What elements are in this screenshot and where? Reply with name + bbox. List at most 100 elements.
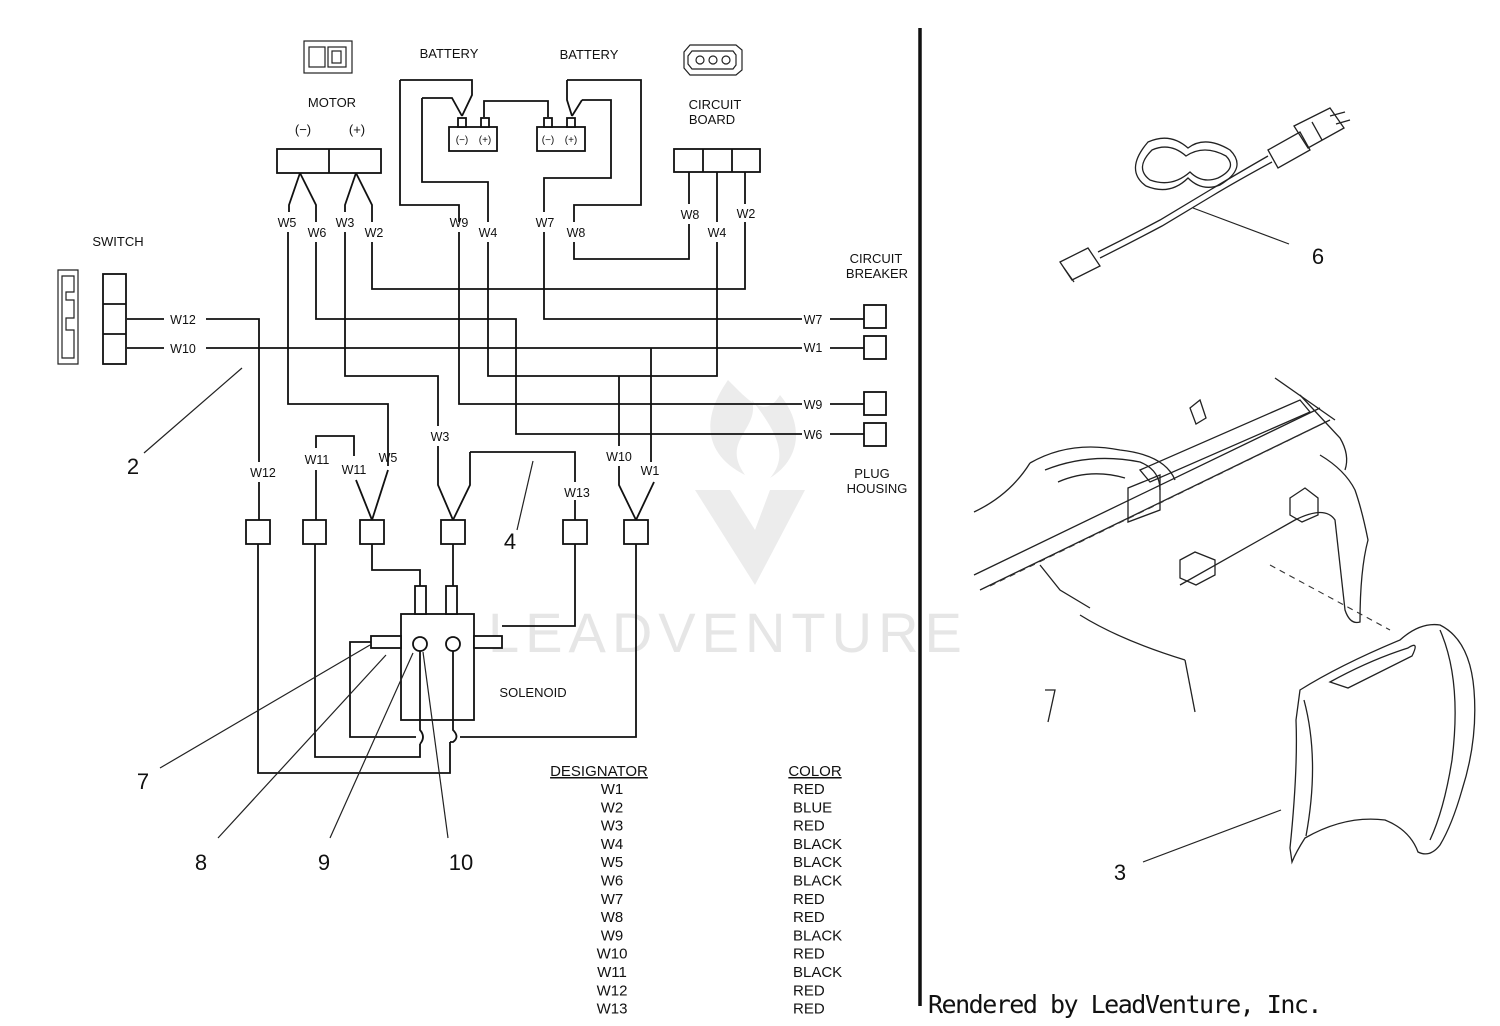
- wire-label-w8-top: W8: [567, 226, 586, 240]
- motor-positive-label: (+): [349, 122, 365, 137]
- wire-label-w9-plug: W9: [804, 398, 823, 412]
- wire-label-w5-lower: W5: [379, 451, 398, 465]
- wire-label-w5-top: W5: [278, 216, 297, 230]
- battery-left-pos: (+): [479, 135, 492, 146]
- render-credit: Rendered by LeadVenture, Inc.: [928, 990, 1323, 1019]
- circuit-breaker-label-line2: BREAKER: [846, 266, 908, 281]
- motor-connector-icon: [303, 40, 353, 74]
- legend-designator-w11: W11: [597, 964, 627, 981]
- wire-label-w11-a: W11: [305, 453, 330, 467]
- legend-designator-w12: W12: [597, 982, 628, 999]
- plug-terminal-w6: [863, 422, 887, 447]
- wire-label-w11-b: W11: [342, 463, 367, 477]
- lower-connectors: [245, 519, 649, 545]
- callout-leaders: [143, 207, 1290, 863]
- mower-housing-illustration: [973, 377, 1476, 865]
- callout-3: 3: [1114, 860, 1126, 885]
- plug-terminal-w9: [863, 391, 887, 416]
- callout-7: 7: [137, 769, 149, 794]
- battery-left-neg: (−): [456, 135, 469, 146]
- legend-designator-w6: W6: [601, 873, 624, 890]
- battery-right: (−) (+): [536, 117, 586, 152]
- legend-color-w13: RED: [793, 1001, 825, 1018]
- wire-label-w1-breaker: W1: [804, 341, 823, 355]
- wire-label-w6-top: W6: [308, 226, 327, 240]
- wire-label-w10-lower: W10: [606, 450, 632, 464]
- battery-right-pos: (+): [565, 135, 578, 146]
- legend-color-w10: RED: [793, 946, 825, 963]
- wire-label-w2-board: W2: [737, 207, 756, 221]
- plug-housing-label-line2: HOUSING: [847, 481, 908, 496]
- solenoid-label: SOLENOID: [499, 685, 566, 700]
- breaker-terminal-w1: [863, 335, 887, 360]
- wire-label-w7-top: W7: [536, 216, 555, 230]
- legend-color-w1: RED: [793, 781, 825, 798]
- breaker-terminal-w7: [863, 304, 887, 329]
- circuit-board-block: [673, 148, 761, 173]
- legend-color-w8: RED: [793, 909, 825, 926]
- legend-color-w3: RED: [793, 818, 825, 835]
- battery-right-label: BATTERY: [560, 47, 619, 62]
- legend-color-w6: BLACK: [793, 873, 842, 890]
- wire-label-w8-board: W8: [681, 208, 700, 222]
- legend-color-w2: BLUE: [793, 799, 832, 816]
- wire-label-w4-board: W4: [708, 226, 727, 240]
- solenoid-wiring: [257, 544, 637, 774]
- legend-color-w5: BLACK: [793, 854, 842, 871]
- legend-color-w11: BLACK: [793, 964, 842, 981]
- circuit-board-label-line2: BOARD: [689, 112, 735, 127]
- watermark: LEADVENTURE: [488, 380, 968, 664]
- wire-label-w9-top: W9: [450, 216, 469, 230]
- legend-designator-w3: W3: [601, 818, 624, 835]
- callout-9: 9: [318, 850, 330, 875]
- wire-label-w7-breaker: W7: [804, 313, 823, 327]
- motor-terminal-block: [276, 148, 382, 174]
- switch-label: SWITCH: [92, 234, 143, 249]
- legend-color-w9: BLACK: [793, 927, 842, 944]
- callout-8: 8: [195, 850, 207, 875]
- wire-label-w3-top: W3: [336, 216, 355, 230]
- battery-right-neg: (−): [542, 135, 555, 146]
- wire-labels: W5 W6 W3 W2 W9 W4 W7 W8 W8 W4 W2 W12 W10…: [170, 207, 822, 500]
- wire-label-w1-lower: W1: [641, 464, 660, 478]
- callout-6: 6: [1312, 244, 1324, 269]
- legend-color-header: COLOR: [788, 763, 842, 780]
- wiring-lines: [127, 79, 864, 521]
- battery-left-label: BATTERY: [420, 46, 479, 61]
- wire-label-w4-top: W4: [479, 226, 498, 240]
- circuit-board-connector-icon: [683, 44, 743, 76]
- legend-designator-w1: W1: [601, 781, 624, 798]
- callout-2: 2: [127, 454, 139, 479]
- circuit-board-label-line1: CIRCUIT: [689, 97, 742, 112]
- wire-label-w2-top: W2: [365, 226, 384, 240]
- switch-icon: [57, 269, 79, 365]
- wire-label-w3-lower: W3: [431, 430, 450, 444]
- wire-label-w6-plug: W6: [804, 428, 823, 442]
- wire-label-w13: W13: [564, 486, 590, 500]
- circuit-breaker-label-line1: CIRCUIT: [850, 251, 903, 266]
- legend-color-w12: RED: [793, 982, 825, 999]
- power-cord-illustration: [1059, 107, 1351, 283]
- legend-designator-w13: W13: [597, 1001, 628, 1018]
- motor-negative-label: (−): [295, 122, 311, 137]
- callout-4: 4: [504, 529, 516, 554]
- legend-designator-w7: W7: [601, 891, 624, 908]
- solenoid: [370, 585, 503, 721]
- legend-color-w4: BLACK: [793, 836, 842, 853]
- legend-designator-w8: W8: [601, 909, 624, 926]
- wire-label-w12-lower: W12: [250, 466, 276, 480]
- legend-designator-w5: W5: [601, 854, 624, 871]
- watermark-text: LEADVENTURE: [488, 601, 968, 664]
- switch-block: [102, 273, 127, 365]
- battery-left: (−) (+): [448, 117, 498, 152]
- callout-10: 10: [449, 850, 473, 875]
- plug-housing-label-line1: PLUG: [854, 466, 889, 481]
- motor-label: MOTOR: [308, 95, 356, 110]
- legend-designator-w4: W4: [601, 836, 624, 853]
- wire-label-w10-switch: W10: [170, 342, 196, 356]
- legend-designator-w2: W2: [601, 799, 624, 816]
- wire-label-w12-switch: W12: [170, 313, 196, 327]
